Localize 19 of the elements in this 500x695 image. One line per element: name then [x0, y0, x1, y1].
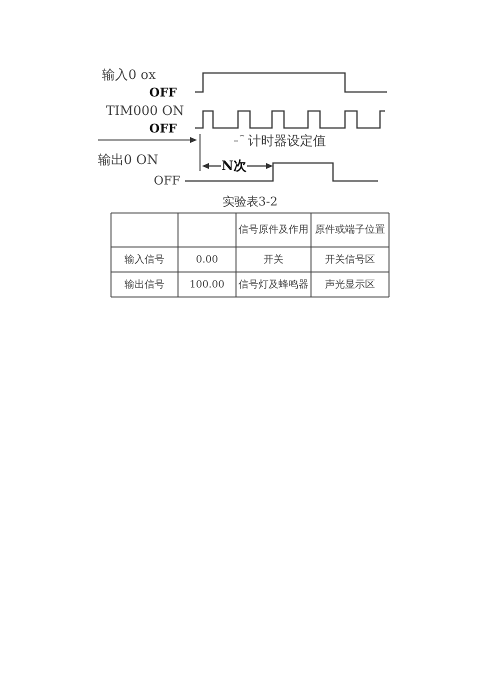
annotation-text: 计时器设定值 [248, 134, 326, 150]
row-header: 输出信号 [124, 279, 164, 290]
cell-text: 100.00 [190, 279, 224, 290]
state-label: OFF [149, 122, 177, 136]
signal-label: 输出0 ON [98, 154, 158, 168]
cell-text: 开关信号区 [325, 254, 375, 265]
table-caption: 实验表3-2 [222, 195, 278, 209]
signal-label: 输入0 ox [102, 68, 156, 84]
cell-text: 声光显示区 [325, 279, 375, 290]
column-header: 原件或端子位置 [315, 224, 385, 236]
column-header: 信号原件及作用 [238, 224, 308, 236]
cell-text: 开关 [264, 254, 284, 265]
row-header: 输入信号 [124, 254, 164, 265]
state-label: OFF [149, 86, 177, 100]
signal-label: TIM000 ON [106, 104, 184, 120]
state-label: OFF [154, 174, 180, 188]
cell-text: 0.00 [196, 254, 218, 265]
cell-text: 信号灯及蜂鸣器 [238, 279, 308, 290]
dimension-label: N次 [222, 160, 246, 174]
